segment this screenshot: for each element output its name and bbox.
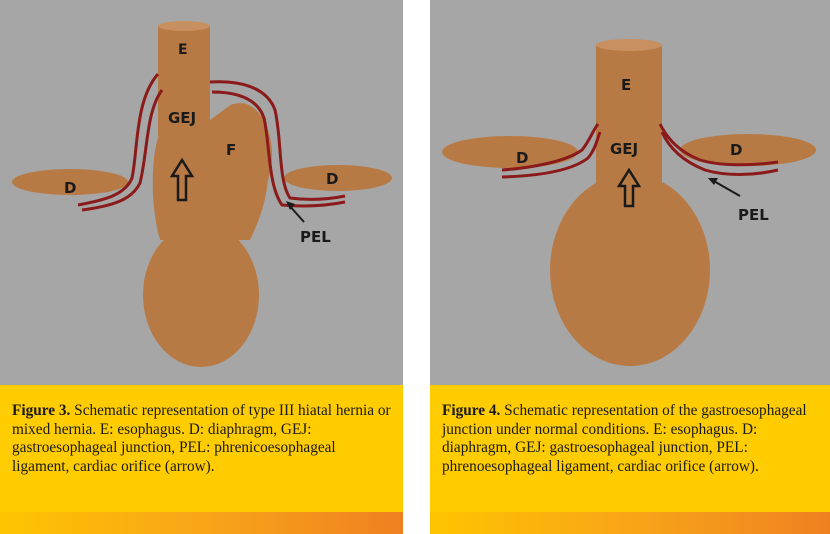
esophagus [158,26,210,136]
figure-4-panel: E GEJ D D PEL Figure 4. Schematic repres… [430,0,830,534]
label-f: F [226,141,236,159]
label-pel: PEL [738,206,769,224]
figure-3-stripe [0,512,403,534]
diaphragm-right [680,134,816,166]
hiatal-hernia-schematic: E GEJ F D D PEL [12,21,392,367]
label-d-right: D [730,141,742,159]
esophagus-opening [596,39,662,51]
diaphragm-left [442,136,578,168]
pel-pointer-arrowhead [708,178,718,185]
figure-4-diagram: E GEJ D D PEL [430,0,830,385]
stomach-body [550,174,710,366]
label-d-right: D [326,170,338,188]
label-pel: PEL [300,228,331,246]
label-d-left: D [516,149,528,167]
figure-3-caption: Figure 3. Schematic representation of ty… [12,402,393,476]
label-e: E [621,76,631,94]
pel-pointer-line [711,179,741,197]
diaphragm-left [12,169,128,195]
stomach-body [143,223,259,367]
label-e: E [178,42,188,58]
esophagus-opening [158,21,210,31]
ligament-right-outer [209,80,346,201]
figure-3-panel: E GEJ F D D PEL Figure 3. Schematic repr… [0,0,403,534]
figure-3-label: Figure 3. [12,402,71,419]
figure-3-caption-box [0,385,403,512]
label-gej: GEJ [610,140,638,158]
ligament-right-inner [660,131,779,176]
figure-4-stripe [430,512,830,534]
fundus [208,103,272,207]
label-gej: GEJ [168,109,196,127]
cardiac-orifice-arrow [169,157,195,202]
normal-gej-schematic: E GEJ D D PEL [442,39,816,366]
esophagus [596,45,662,195]
ligament-left-inner [81,89,164,212]
figure-4-caption: Figure 4. Schematic representation of th… [442,402,820,476]
ligament-left-outer [501,123,600,172]
figure-4-caption-box [430,385,830,512]
diaphragm-right [284,165,392,191]
ligament-left-outer [77,73,160,207]
figure-4-label: Figure 4. [442,402,501,419]
figure-3-diagram: E GEJ F D D PEL [0,0,403,385]
figure-4-caption-text: Schematic representation of the gastroes… [442,402,807,475]
ligament-left-inner [501,131,602,179]
ligament-right-outer [658,123,779,167]
cardiac-orifice-arrow [616,167,642,208]
figure-3-caption-text: Schematic representation of type III hia… [12,402,391,475]
pel-pointer-arrowhead [286,201,295,210]
ligament-right-inner [211,90,346,208]
label-d-left: D [64,179,76,197]
